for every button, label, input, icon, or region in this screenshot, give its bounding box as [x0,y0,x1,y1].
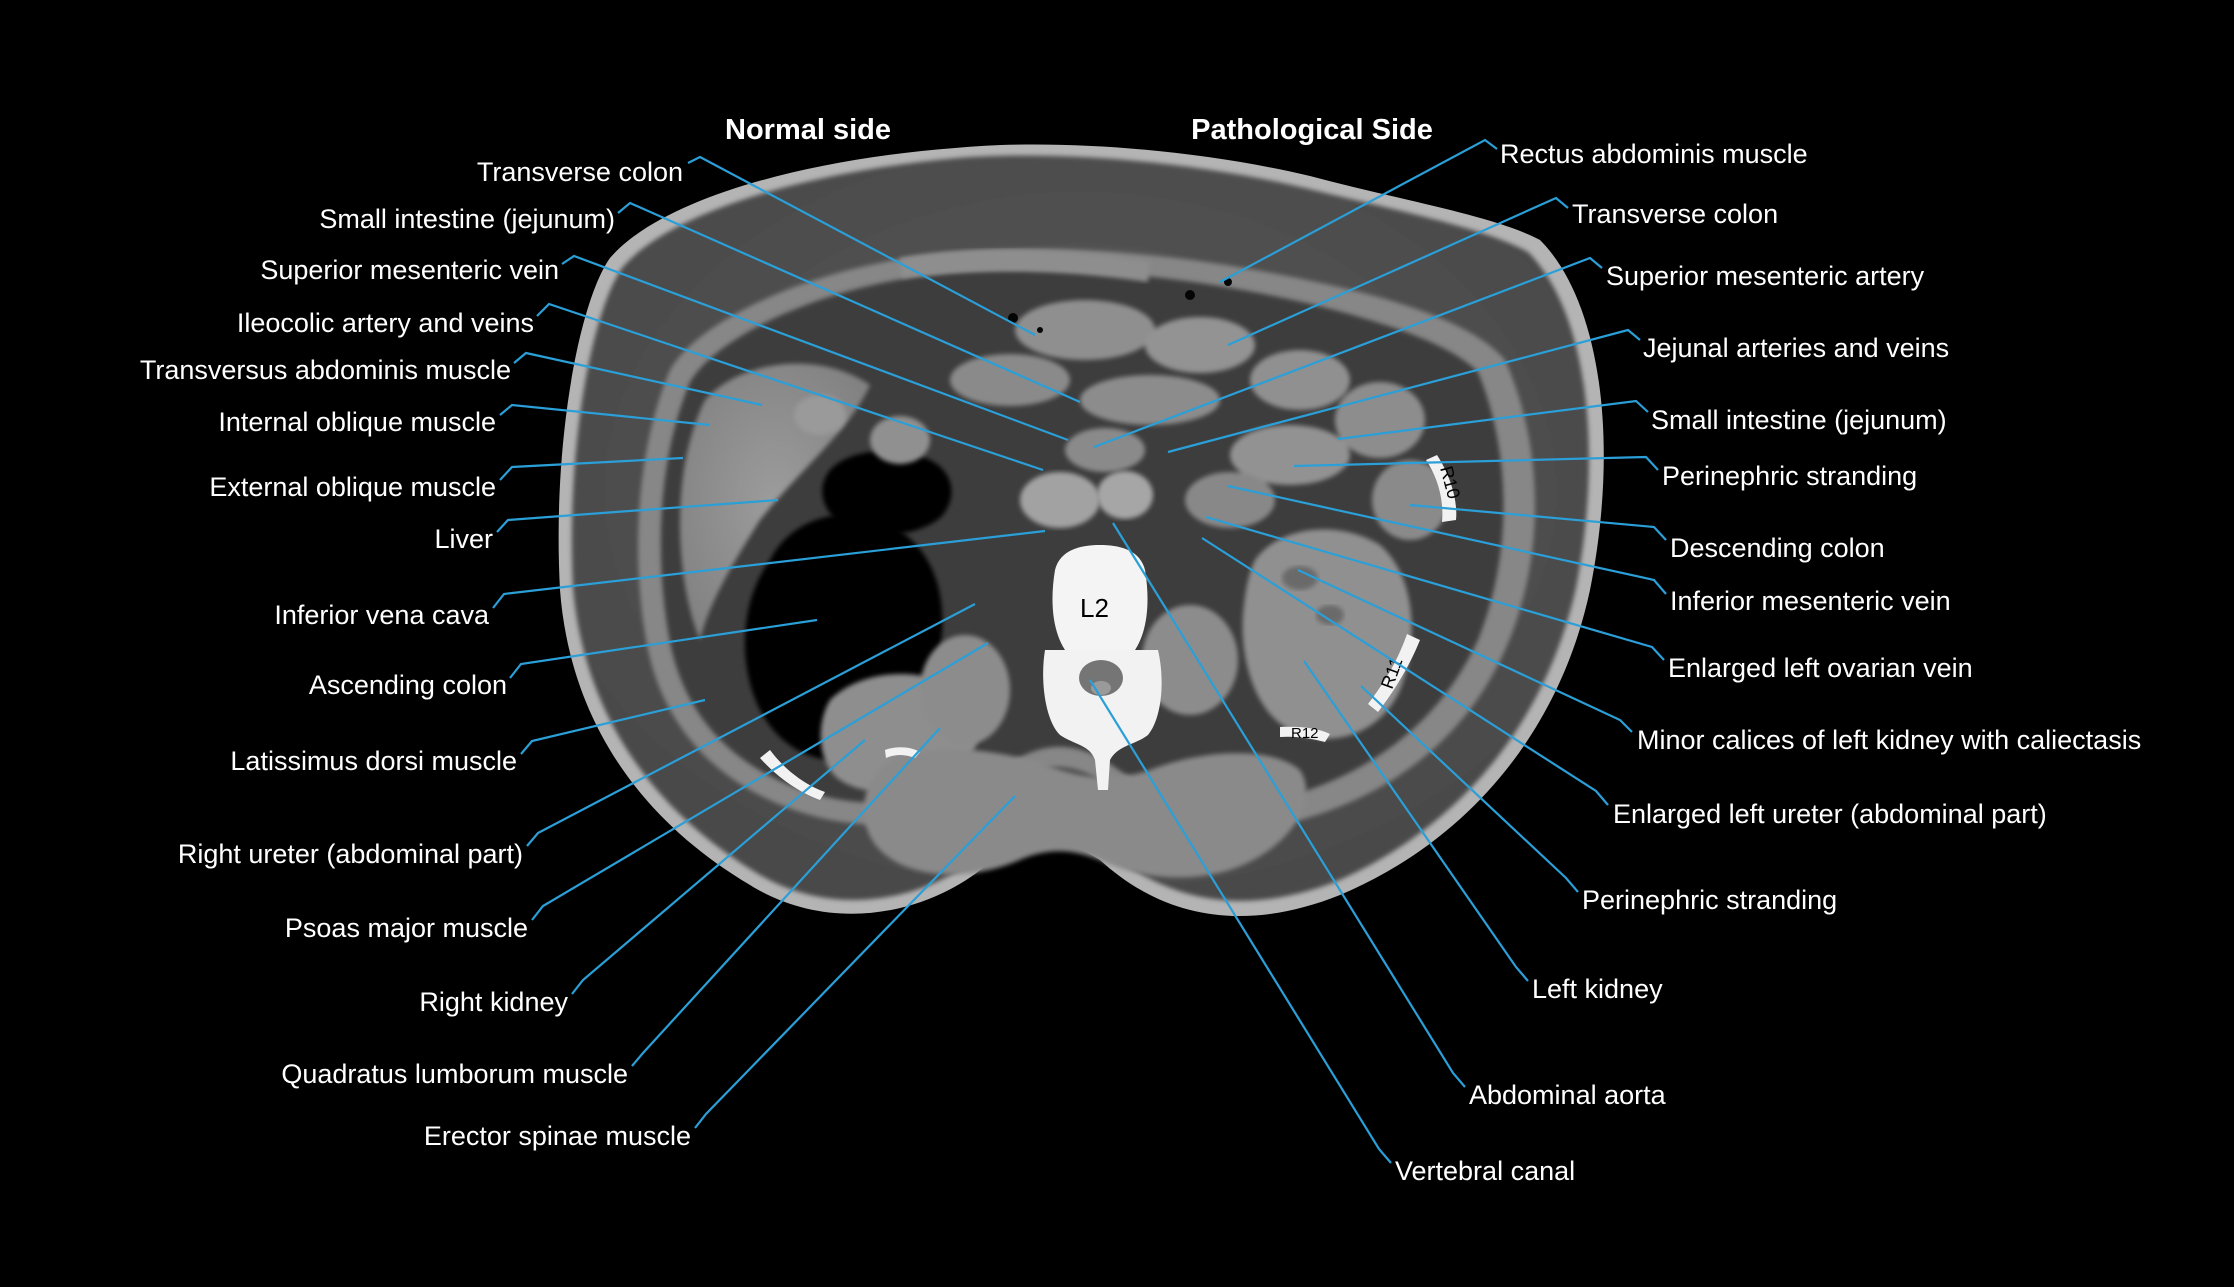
right-label-perinephric-stranding-2: Perinephric stranding [1582,885,1837,915]
caliectasis [1282,566,1318,590]
vertebra-label: L2 [1080,593,1109,623]
right-label-enlarged-ovarian-vein: Enlarged left ovarian vein [1668,653,1973,683]
leader-descending-colon [1409,503,1667,541]
leader-aorta [1112,522,1466,1088]
right-label-jejunal-arteries: Jejunal arteries and veins [1643,333,1949,363]
erector-spinae-shape [863,749,1307,878]
left-label-liver: Liver [434,524,493,554]
aorta-shape [1097,471,1153,519]
colon-gas-upper [822,450,952,535]
left-label-psoas-major: Psoas major muscle [285,913,528,943]
left-label-transversus-abdominis: Transversus abdominis muscle [140,355,511,385]
leader-ileocolic [536,302,1044,472]
left-labels: Transverse colon Small intestine (jejunu… [140,157,691,1151]
leader-sma [1093,256,1603,449]
leader-smv [561,254,1069,442]
leader-perinephric-2 [1360,685,1579,893]
leader-imv [1227,484,1667,595]
rib12-label: R12 [1291,725,1319,742]
left-label-erector-spinae: Erector spinae muscle [424,1121,691,1151]
left-label-right-kidney: Right kidney [419,987,568,1017]
leader-vertebral-canal [1089,679,1392,1164]
right-labels: Rectus abdominis muscle Transverse colon… [1395,139,2141,1186]
left-label-latissimus-dorsi: Latissimus dorsi muscle [230,746,517,776]
leader-transverse-colon-r [1227,196,1569,347]
ivc-shape [1020,472,1100,528]
right-label-rectus-abdominis: Rectus abdominis muscle [1500,139,1808,169]
left-label-superior-mesenteric-vein: Superior mesenteric vein [260,255,559,285]
left-label-ascending-colon: Ascending colon [309,670,507,700]
leader-latissimus [520,698,706,755]
left-label-transverse-colon: Transverse colon [477,157,683,187]
left-label-quadratus-lumborum: Quadratus lumborum muscle [281,1059,628,1089]
left-label-internal-oblique: Internal oblique muscle [218,407,496,437]
leader-small-intestine-l [617,201,1081,404]
right-label-descending-colon: Descending colon [1670,533,1885,563]
leader-ivc [492,529,1046,609]
vertebral-body [1052,545,1148,662]
left-label-external-oblique: External oblique muscle [209,472,496,502]
leader-ovarian-vein [1205,515,1665,661]
rib-right-b [885,747,920,758]
vertebral-canal-shape [1079,660,1123,696]
caliectasis-2 [1316,605,1344,625]
leader-jejunal [1167,328,1641,454]
leader-left-kidney [1303,660,1529,982]
right-label-enlarged-left-ureter: Enlarged left ureter (abdominal part) [1613,799,2047,829]
leader-lines [492,138,1667,1164]
right-label-vertebral-canal: Vertebral canal [1395,1156,1575,1186]
leader-internal-oblique [499,403,711,427]
left-label-right-ureter: Right ureter (abdominal part) [178,839,523,869]
right-label-perinephric-stranding-1: Perinephric stranding [1662,461,1917,491]
right-label-superior-mesenteric-artery: Superior mesenteric artery [1606,261,1925,291]
psoas-right [920,635,1010,745]
left-kidney-shape [1242,529,1412,739]
leader-transversus [513,351,763,407]
leader-quadratus [631,727,941,1067]
rib-10 [1426,455,1457,522]
rectus-band [900,249,1150,282]
right-label-abdominal-aorta: Abdominal aorta [1469,1080,1667,1110]
right-label-minor-calices: Minor calices of left kidney with caliec… [1637,725,2141,755]
left-label-ileocolic-artery: Ileocolic artery and veins [237,308,534,338]
right-label-small-intestine: Small intestine (jejunum) [1651,405,1947,435]
right-label-inferior-mesenteric-vein: Inferior mesenteric vein [1670,586,1951,616]
rib-11 [1368,634,1420,712]
leader-erector [694,795,1016,1129]
leader-rectus [1219,138,1498,283]
left-label-inferior-vena-cava: Inferior vena cava [274,600,490,630]
leader-small-intestine-r [1337,399,1649,441]
leader-transverse-colon-l [687,155,1036,336]
ct-scan-image: L2 R10 R11 R12 [558,144,1604,917]
leader-minor-calices [1297,569,1633,733]
left-label-small-intestine: Small intestine (jejunum) [319,204,615,234]
leader-perinephric-1 [1293,455,1659,471]
posterior-elements [1043,650,1162,790]
leader-external-oblique [499,456,684,481]
rib-12 [1280,726,1330,742]
right-label-left-kidney: Left kidney [1532,974,1663,1004]
leader-left-ureter [1201,537,1609,806]
leader-right-kidney [571,739,866,995]
leader-liver [496,498,779,533]
leader-psoas [531,642,989,921]
pathological-side-header: Pathological Side [1191,114,1433,146]
leader-ascending-colon [509,618,818,679]
leader-right-ureter [526,603,976,847]
normal-side-header: Normal side [725,114,891,146]
right-label-transverse-colon: Transverse colon [1572,199,1778,229]
